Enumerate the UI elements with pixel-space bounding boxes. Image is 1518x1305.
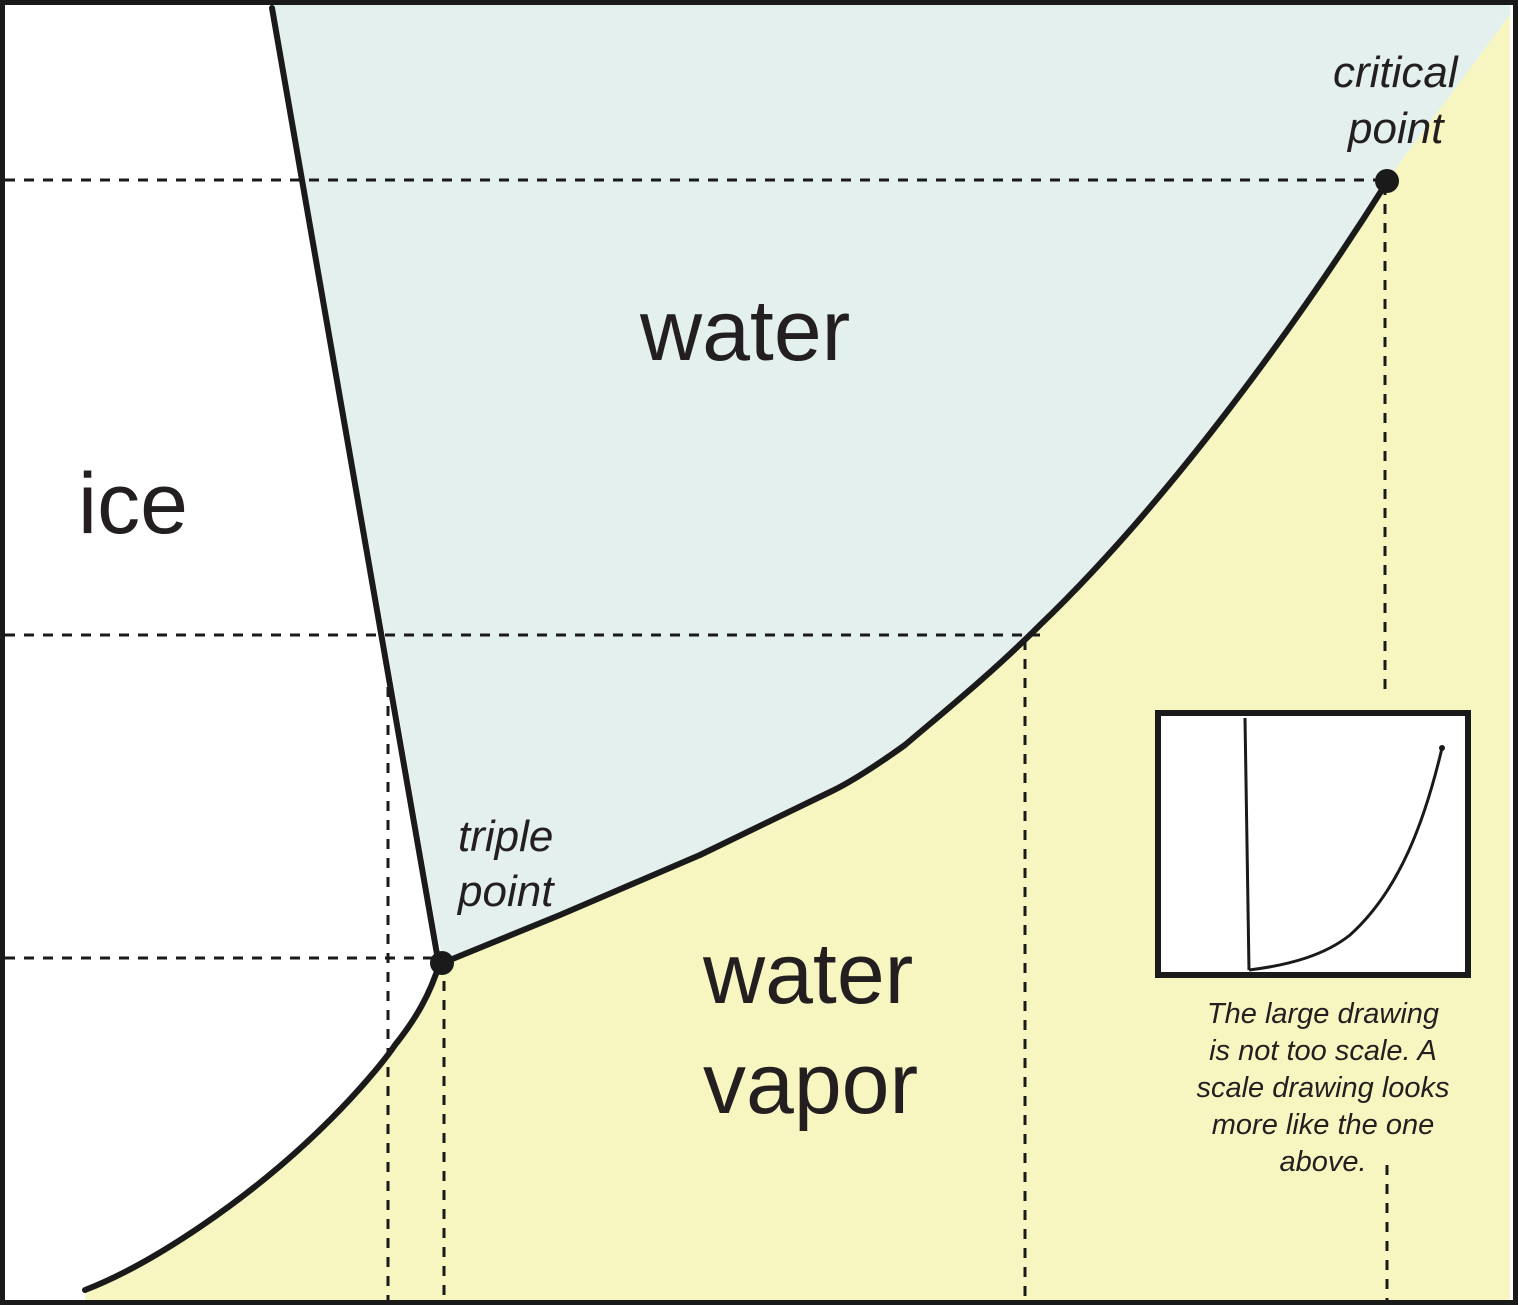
critical-point-label-line1: critical [1333, 48, 1459, 97]
sublimation-curve [82, 959, 443, 1293]
note-line-3: scale drawing looks [1196, 1072, 1449, 1104]
inset-frame [1155, 710, 1471, 978]
ice-label: ice [78, 456, 188, 552]
liquid-region [272, 5, 1510, 962]
inset-vaporization-curve [1248, 747, 1444, 972]
note-line-2: is not too scale. A [1209, 1035, 1437, 1067]
note-line-5: above. [1279, 1146, 1366, 1178]
triple-point-label-line1: triple [458, 812, 553, 861]
scale-inset [1155, 710, 1471, 978]
triple-point-marker [430, 951, 454, 975]
triple-point-label-line2: point [456, 867, 555, 916]
vaporization-curve [442, 179, 1390, 965]
note-line-4: more like the one [1212, 1109, 1434, 1141]
inset-melting-line [1243, 717, 1251, 971]
vapor-label-line1: water [702, 926, 913, 1022]
critical-point-marker [1375, 169, 1399, 193]
water-label: water [639, 283, 850, 379]
vapor-region [85, 15, 1510, 1305]
inset-critical-dot [1439, 745, 1445, 751]
phase-boundaries [82, 5, 1390, 1293]
note-line-1: The large drawing [1207, 998, 1439, 1030]
vapor-label-line2: vapor [703, 1036, 918, 1132]
inset-caption: The large drawing is not too scale. A sc… [1196, 998, 1449, 1178]
guide-lines [5, 178, 1389, 1300]
melting-curve [269, 5, 441, 963]
critical-point-label-line2: point [1346, 104, 1445, 153]
